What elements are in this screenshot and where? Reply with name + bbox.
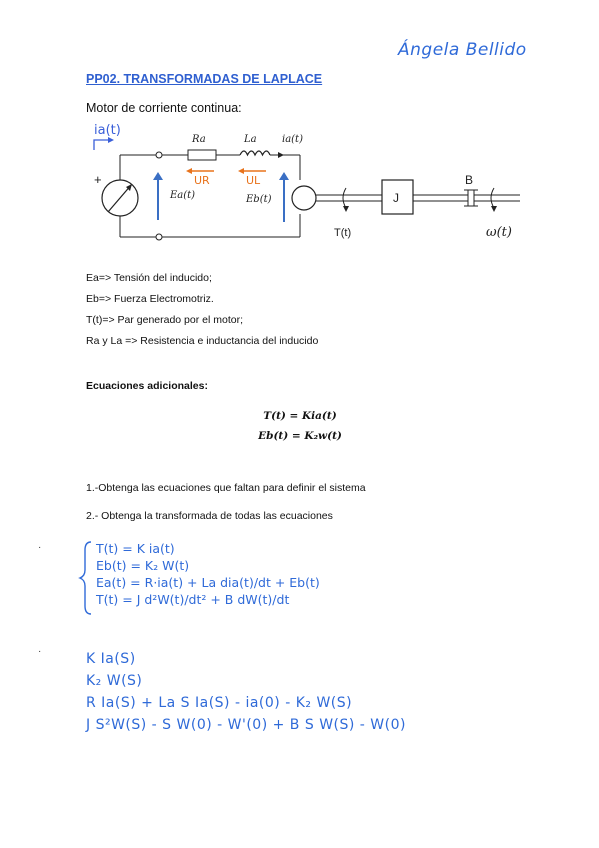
hw-transform-2: K₂ W(S) <box>86 673 143 689</box>
terminal-bottom <box>155 233 163 241</box>
hw-transform-4: J S²W(S) - S W(0) - W'(0) + B S W(S) - W… <box>86 717 406 733</box>
ra-label: Ra <box>191 134 206 145</box>
hw-transform-3: R Ia(S) + La S Ia(S) - ia(0) - K₂ W(S) <box>86 695 353 711</box>
handwritten-equations: T(t) = K ia(t) Eb(t) = K₂ W(t) Ea(t) = R… <box>96 540 320 608</box>
damper-symbol <box>467 189 475 207</box>
equation-brace <box>78 541 92 615</box>
page-title: PP02. TRANSFORMADAS DE LAPLACE <box>86 72 323 86</box>
ea-label: Ea(t) <box>169 190 195 201</box>
hw-eq-3: Ea(t) = R·ia(t) + La dia(t)/dt + Eb(t) <box>96 575 320 590</box>
equation-torque: T(t) = Kia(t) <box>263 410 337 422</box>
current-arrow-head <box>108 137 114 143</box>
ur-arrow-head <box>186 168 192 174</box>
bullet-2: · <box>38 646 42 657</box>
torque-label: T(t) <box>334 227 351 239</box>
definitions-list: Ea=> Tensión del inducido; Eb=> Fuerza E… <box>86 268 318 352</box>
equation-emf: Eb(t) = K₂w(t) <box>258 430 342 442</box>
handwritten-transforms: K Ia(S) K₂ W(S) R Ia(S) + La S Ia(S) - i… <box>86 648 406 736</box>
inertia-block <box>381 179 414 215</box>
signature: Ángela Bellido <box>398 40 527 60</box>
plus-sign: + <box>94 172 102 187</box>
source-arrow-head <box>126 184 132 191</box>
j-label: J <box>393 191 399 205</box>
torque-rotation <box>342 187 347 209</box>
ia-label: ia(t) <box>282 134 303 145</box>
hw-transform-1: K Ia(S) <box>86 651 136 667</box>
hw-eq-2: Eb(t) = K₂ W(t) <box>96 558 190 573</box>
terminal-top <box>155 151 163 159</box>
omega-rotation <box>490 187 495 209</box>
definition-ea: Ea=> Tensión del inducido; <box>86 272 212 284</box>
question-1: 1.-Obtenga las ecuaciones que faltan par… <box>86 482 366 494</box>
la-label: La <box>243 134 257 145</box>
inductor-la <box>239 150 271 157</box>
extra-equations: T(t) = Kia(t) Eb(t) = K₂w(t) <box>200 406 400 446</box>
ia-handwritten-label: ia(t) <box>94 123 121 138</box>
eb-arrow-head <box>279 172 289 180</box>
ur-label: UR <box>194 174 210 187</box>
omega-label: ω(t) <box>486 225 512 240</box>
ul-arrow-head <box>238 168 244 174</box>
torque-arrow-head <box>343 206 349 212</box>
current-direction-arrow <box>93 139 108 150</box>
eb-label: Eb(t) <box>245 194 272 205</box>
definition-ra-la: Ra y La => Resistencia e inductancia del… <box>86 335 319 347</box>
hw-eq-4: T(t) = J d²W(t)/dt² + B dW(t)/dt <box>96 592 290 607</box>
ul-label: UL <box>246 174 261 187</box>
definition-torque: T(t)=> Par generado por el motor; <box>86 314 243 326</box>
definition-eb: Eb=> Fuerza Electromotriz. <box>86 293 214 305</box>
dc-motor-circuit-diagram: ia(t) + Ra La ia(t) UR UL Ea(t) Eb(t) <box>93 123 520 241</box>
motor-symbol <box>291 185 317 211</box>
resistor-ra <box>187 149 217 161</box>
ea-arrow-head <box>153 172 163 180</box>
extra-equations-heading: Ecuaciones adicionales: <box>86 380 208 392</box>
omega-arrow-head <box>491 206 497 212</box>
hw-eq-1: T(t) = K ia(t) <box>96 541 175 556</box>
b-label: B <box>465 173 473 187</box>
subtitle: Motor de corriente continua: <box>86 101 242 115</box>
ia-arrow-head <box>278 152 284 158</box>
bullet-1: · <box>38 542 42 553</box>
question-2: 2.- Obtenga la transformada de todas las… <box>86 510 333 522</box>
